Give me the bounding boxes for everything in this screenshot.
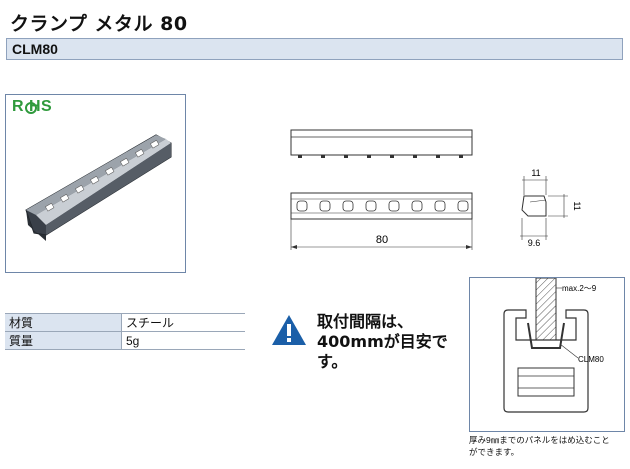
- gap-range-label: max.2〜9: [562, 284, 597, 293]
- note-line-1: 厚み9㎜までのパネルをはめ込むこと: [469, 435, 610, 445]
- product-photo-box: R HS: [5, 94, 186, 273]
- length-dimension-label: 80: [376, 234, 388, 246]
- rohs-text: R HS: [12, 98, 53, 115]
- table-row: 質量 5g: [5, 331, 245, 350]
- width-dimension-label: 11: [531, 168, 540, 178]
- product-code-bar: CLM80: [6, 38, 623, 60]
- spec-table: 材質 スチール 質量 5g: [5, 313, 245, 350]
- page-title: クランプ メタル 80: [10, 13, 188, 35]
- mounting-interval-notice: 取付間隔は、400mmが目安です。: [317, 312, 448, 371]
- rohs-badge: R HS: [12, 98, 52, 116]
- installation-note: 厚み9㎜までのパネルをはめ込むこと ができます。: [469, 434, 629, 458]
- spec-label: 材質: [5, 313, 122, 332]
- installation-detail-drawing: max.2〜9 CLM80: [503, 278, 604, 413]
- warning-triangle-icon: [272, 315, 306, 345]
- recycle-icon: [25, 102, 37, 114]
- spec-label: 質量: [5, 331, 122, 350]
- note-line-2: ができます。: [469, 447, 520, 457]
- table-row: 材質 スチール: [5, 313, 245, 332]
- product-code: CLM80: [12, 41, 58, 57]
- part-label: CLM80: [578, 355, 604, 364]
- clamp-photo: [25, 102, 172, 241]
- spec-value: スチール: [121, 313, 245, 332]
- height-dimension-label: 11: [572, 201, 582, 210]
- spec-value: 5g: [121, 331, 245, 350]
- installation-detail-box: max.2〜9 CLM80: [469, 277, 625, 432]
- base-dimension-label: 9.6: [528, 238, 541, 248]
